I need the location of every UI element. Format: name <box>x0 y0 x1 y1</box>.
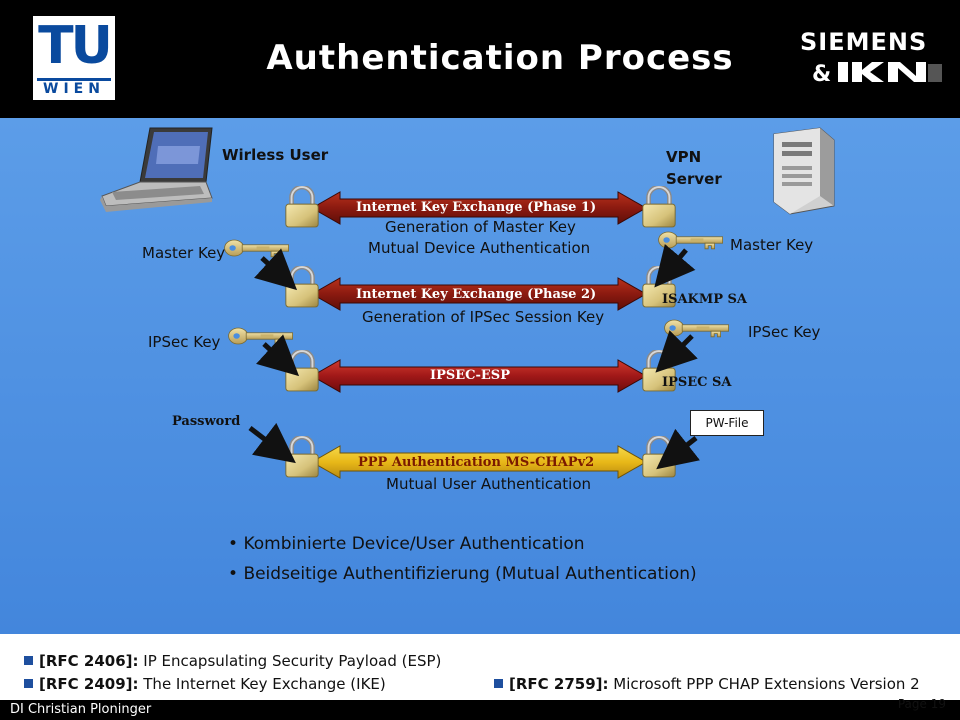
slide-title: Authentication Process <box>266 38 734 78</box>
key-icon <box>664 319 730 338</box>
padlock-icon <box>286 187 318 227</box>
padlock-icon <box>286 267 318 307</box>
server-label: Server <box>666 170 722 188</box>
tu-logo-text: TU <box>38 16 113 76</box>
key-icon <box>228 327 294 346</box>
siemens-logo: SIEMENS <box>800 28 928 56</box>
vpn-label: VPN <box>666 148 702 166</box>
reference-rfc2409: [RFC 2409]: The Internet Key Exchange (I… <box>24 675 386 693</box>
ike-phase1-label: Internet Key Exchange (Phase 1) <box>356 200 597 215</box>
padlock-icon <box>286 351 318 391</box>
server-tower-icon <box>773 127 835 215</box>
key-to-lock-arrow <box>654 243 696 288</box>
square-bullet-icon <box>24 679 33 688</box>
reference-rfc2406: [RFC 2406]: IP Encapsulating Security Pa… <box>24 652 441 670</box>
bullet-list: • Kombinierte Device/User Authentication… <box>228 534 697 594</box>
master-key-right-label: Master Key <box>730 236 814 254</box>
page-number: Page 19 <box>897 697 946 711</box>
tu-wien-logo: TU WIEN <box>33 16 115 100</box>
bullet-item: • Beidseitige Authentifizierung (Mutual … <box>228 564 697 584</box>
reference-rfc2759: [RFC 2759]: Microsoft PPP CHAP Extension… <box>494 675 920 693</box>
wien-logo-text: WIEN <box>37 78 111 97</box>
key-icon <box>658 231 724 250</box>
key-to-lock-arrow <box>256 334 300 377</box>
master-key-left-label: Master Key <box>142 244 226 262</box>
key-icon <box>224 239 290 258</box>
bullet-item: • Kombinierte Device/User Authentication <box>228 534 585 554</box>
key-to-lock-arrow <box>655 330 698 373</box>
bullet-text: Kombinierte Device/User Authentication <box>243 534 585 554</box>
key-to-lock-arrow <box>254 248 298 291</box>
slide-footer: DI Christian Ploninger <box>0 700 960 720</box>
square-bullet-icon <box>494 679 503 688</box>
ikn-logo <box>838 62 942 82</box>
pwfile-to-lock-arrow <box>656 428 701 470</box>
padlock-icon <box>286 437 318 477</box>
ipsec-key-right-label: IPSec Key <box>748 323 821 341</box>
isakmp-sa-label: ISAKMP SA <box>662 292 748 307</box>
phase2-line1: Generation of IPSec Session Key <box>362 308 605 326</box>
ipsec-key-left-label: IPSec Key <box>148 333 221 351</box>
password-to-lock-arrow <box>248 422 296 464</box>
square-bullet-icon <box>24 656 33 665</box>
ipsec-sa-label: IPSEC SA <box>662 375 732 390</box>
padlock-icon <box>643 187 675 227</box>
slide-header: TU WIEN Authentication Process SIEMENS & <box>0 0 960 118</box>
password-label: Password <box>172 414 241 429</box>
author-name: DI Christian Ploninger <box>10 702 152 717</box>
ike-phase2-label: Internet Key Exchange (Phase 2) <box>356 287 597 302</box>
laptop-icon <box>100 127 213 212</box>
ppp-line1: Mutual User Authentication <box>386 475 592 493</box>
phase1-line1: Generation of Master Key <box>385 218 576 236</box>
wireless-user-label: Wirless User <box>222 146 329 164</box>
pw-file-box: PW-File <box>690 410 764 436</box>
ampersand: & <box>812 62 832 87</box>
bullet-text: Beidseitige Authentifizierung (Mutual Au… <box>243 564 697 584</box>
phase1-line2: Mutual Device Authentication <box>368 239 591 257</box>
ppp-auth-label: PPP Authentication MS-CHAPv2 <box>358 455 595 470</box>
ipsec-esp-label: IPSEC-ESP <box>430 368 510 383</box>
